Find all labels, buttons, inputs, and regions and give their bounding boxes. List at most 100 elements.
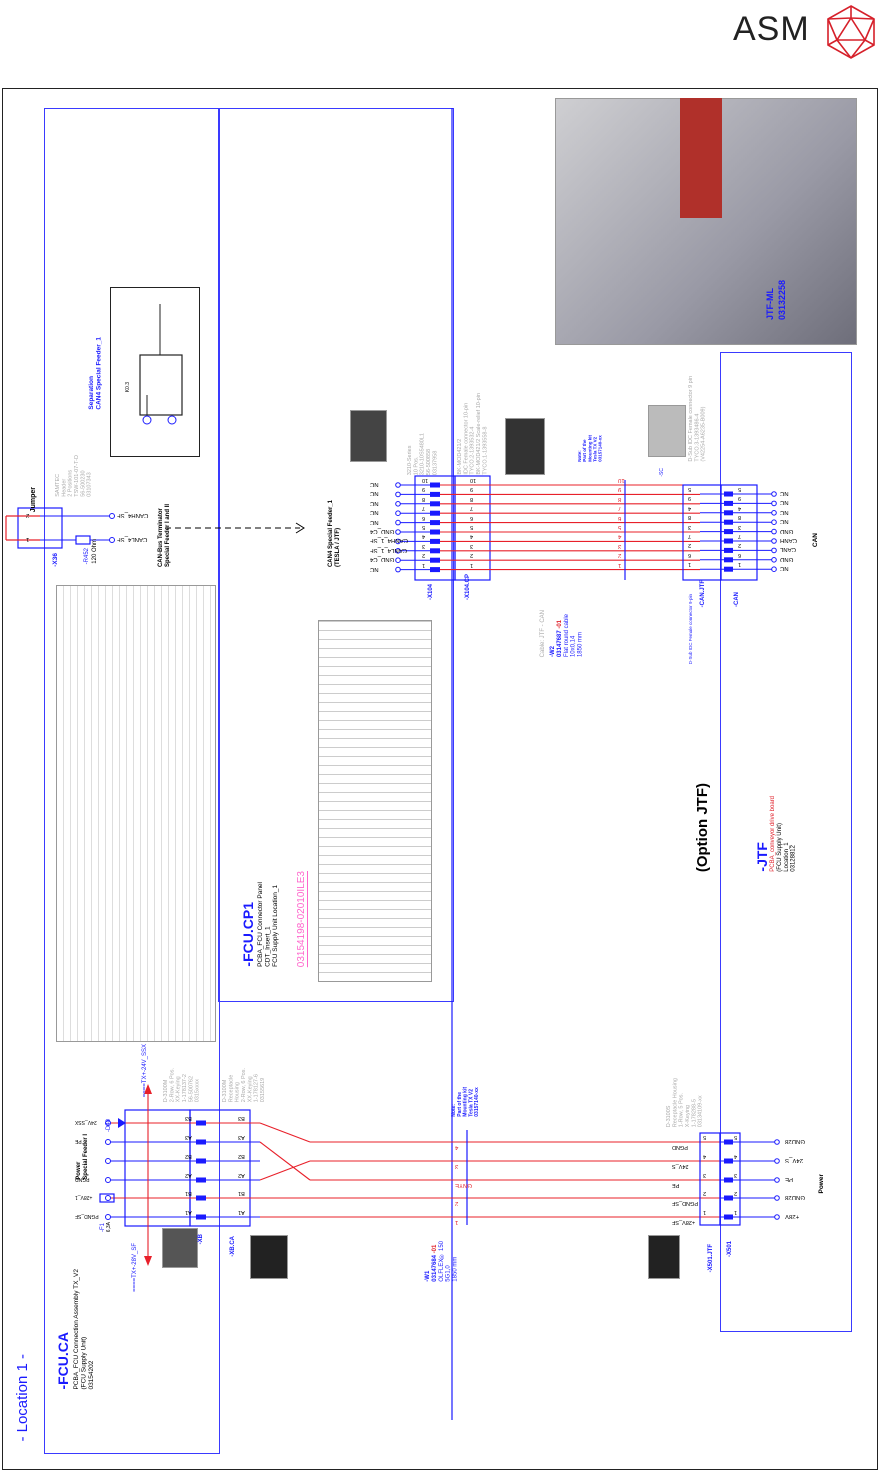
- pin-contact-icon: [724, 1177, 733, 1183]
- shield-label: -SC: [659, 468, 665, 477]
- terminal-icon: [395, 557, 401, 564]
- x501-ref: -X501: [727, 1240, 733, 1257]
- w1-wire-label: 1: [455, 1219, 459, 1225]
- w1-note: Note: Part of the Mounting kit Tesla TX …: [451, 1087, 481, 1117]
- pin-contact-icon: [724, 510, 733, 516]
- pin-contact-icon: [724, 1195, 733, 1201]
- jumper-signal-canh: CANH4_SF: [117, 512, 149, 518]
- pin-contact-icon: [724, 519, 733, 525]
- xbca-connector-box: [189, 1109, 251, 1227]
- can-target-label: CAN4 Special Feeder_1 (TESLA / JTF): [328, 500, 342, 567]
- spec-line: IDC Female connector 10-pin: [463, 403, 470, 475]
- pin-number: 5: [734, 1134, 738, 1140]
- power-title-line: Special Feeder I: [82, 1134, 89, 1180]
- pin-contact-icon: [724, 538, 733, 544]
- power-wire-cross: [259, 1160, 311, 1181]
- terminal-icon: [774, 1195, 780, 1201]
- x104-signal-label: CANL4_1_SF: [370, 546, 408, 553]
- jtf-ml-ref: JTF-ML: [765, 288, 775, 320]
- xb-ref: -XB: [198, 1233, 204, 1244]
- fcu-cp1-part-link[interactable]: 03154198-02010ILE3: [296, 870, 307, 967]
- pin-number: 4: [738, 504, 742, 511]
- jtf-line: Location_1: [783, 842, 790, 872]
- spec-line: TYCO.2-1393532-4: [469, 427, 476, 475]
- fuse-value: 6,3A: [106, 1221, 112, 1232]
- pin-number: 2: [422, 552, 426, 559]
- can-target-line: CAN4 Special Feeder_1: [328, 499, 334, 567]
- pin-number: 4: [470, 533, 474, 540]
- pin-contact-icon: [430, 567, 440, 573]
- fcu-cp1-box: [218, 108, 454, 1002]
- x104cp-ref: -X104.CP: [465, 573, 471, 600]
- terminal-icon: [395, 529, 401, 535]
- pin-contact-icon: [724, 1139, 733, 1145]
- pin-number: 7: [738, 533, 742, 539]
- jtf-ml-part: 03132258: [777, 279, 787, 320]
- terminal-icon: [774, 1177, 780, 1183]
- can-signal-label: NC: [780, 490, 789, 496]
- x501-spec: D-3100S Receptacle Housing 1-Row, 5 Pos.…: [666, 1078, 704, 1127]
- pcb-connector-panel-image: [318, 620, 432, 982]
- pin-number: 2: [738, 542, 742, 549]
- xb-connector-image: [162, 1228, 198, 1268]
- spec-line: TYCO.3-1393486-4: [694, 414, 701, 462]
- w2-ref: -W2: [550, 646, 556, 657]
- pin-number: 2: [470, 552, 474, 559]
- w2-part: 03147687 -01: [557, 620, 563, 657]
- terminal-icon: [105, 1158, 111, 1164]
- diode-icon: [118, 1118, 126, 1128]
- x501-outer-signal: 24V_S: [785, 1157, 804, 1163]
- x501-inner-signal: PE: [672, 1182, 680, 1188]
- can-target-line: (TESLA / JTF): [334, 527, 341, 567]
- w2-line: 1850 mm: [577, 631, 584, 657]
- fcu-cp1-ref: -FCU.CP1: [240, 902, 256, 967]
- terminal-icon: [105, 1120, 111, 1126]
- jtf-ref: -JTF: [754, 842, 770, 872]
- can-signal-label: NC: [780, 499, 789, 506]
- x104cp-connector-image: [505, 418, 545, 475]
- spec-line: 3210-10S5480L1: [419, 432, 426, 475]
- wire-number: 6: [618, 514, 622, 521]
- fcu-cp1-desc: PCBA_FCU Connector Panel CDT_Insert_1 FC…: [257, 882, 279, 967]
- note-line: 03157140-xx: [597, 435, 603, 462]
- x104-signal-label: CANH4_1_SF: [370, 537, 409, 544]
- spec-line: 03134109-xx: [697, 1095, 704, 1127]
- pin-number: 8: [688, 514, 692, 521]
- pin-number: 10: [470, 477, 477, 483]
- x501-connector-box: [719, 1132, 741, 1226]
- pin-number: 3: [703, 1172, 707, 1178]
- jtf-box: [720, 352, 852, 1332]
- w1-variant: -01: [431, 1244, 438, 1254]
- jtf-line: PCBA_conveyor drive board: [770, 796, 776, 872]
- wire-number: 4: [618, 533, 622, 540]
- spec-line: D-3100S: [666, 1105, 672, 1127]
- pin-number: 2: [26, 512, 30, 518]
- pin-number: A2: [185, 1172, 192, 1178]
- w1-block: -W1 03147684 -01 OLFLEX® 150 5G1,0 1850 …: [425, 1241, 459, 1282]
- can-signal-label: NC: [780, 565, 789, 572]
- x104-signal-label: NC: [370, 565, 379, 572]
- terminal-icon: [771, 528, 777, 535]
- x501-inner-signal: PGND: [672, 1144, 688, 1150]
- pin-number: B3: [185, 1115, 192, 1121]
- x104-signal-label: NC: [370, 518, 379, 525]
- pin-number: 8: [738, 514, 742, 521]
- separation-title-line: CAN4 Special Feeder_1: [95, 337, 103, 410]
- dsub-connector-image: [648, 405, 686, 457]
- spec-line: D-3100M: [222, 1079, 228, 1102]
- spec-line: TYCO.1-1393558-8: [482, 427, 489, 475]
- pin-number: 7: [422, 505, 426, 512]
- pin-number: 1: [703, 1209, 707, 1215]
- power-group-label: Power: [818, 1174, 825, 1194]
- spec-line: TSW-101-07-T-D: [73, 455, 80, 497]
- terminal-icon: [109, 537, 115, 543]
- pin-number: 2: [688, 542, 692, 549]
- power-signal-label: PGND: [75, 1176, 90, 1182]
- x104cp-spec: BK-MOD421/2 IDC Female connector 10-pin …: [457, 393, 489, 475]
- can-signal-label: NC: [780, 508, 789, 515]
- arrow-down-icon: [144, 1256, 152, 1266]
- fcu-ca-line: (FCU Supply Unit): [80, 1337, 88, 1390]
- pin-number: 1: [422, 561, 426, 568]
- w1-wire-label: 3: [455, 1163, 459, 1169]
- pin-number: 4: [703, 1153, 707, 1159]
